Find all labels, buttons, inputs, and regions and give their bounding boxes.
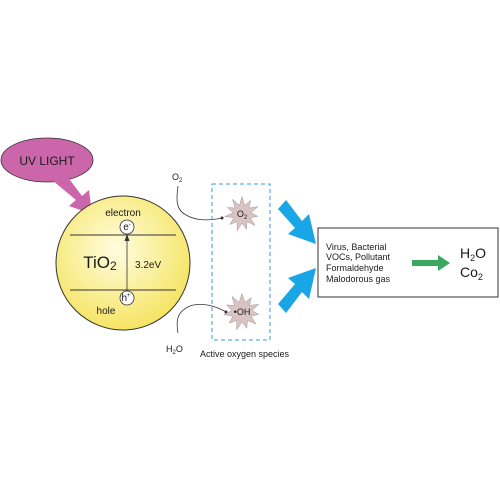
active-species-box [211,183,271,341]
pollutant-line-4: Malodorous gas [326,274,391,284]
hole-label: hole [97,306,116,317]
superoxide-burst [223,195,259,232]
pollutant-line-2: VOCs, Pollutant [326,252,391,262]
hydroxyl-label: •OH [234,307,251,317]
product-carbon-dioxide: Co2 [460,264,483,282]
active-species-caption: Active oxygen species [200,349,290,359]
hole-circle [119,290,135,306]
excitation-arrowhead [124,234,130,241]
pollutant-box [317,227,499,298]
water-input-label: H2O [166,344,183,356]
tio2-label: TiO2 [83,253,117,273]
oxygen-input-label: O2 [172,172,183,184]
electron-label: electron [105,208,141,219]
uv-light-label: UV LIGHT [19,154,75,168]
pollutant-line-3: Formaldehyde [326,263,384,273]
uv-light-arrow [52,172,92,214]
electron-symbol: e- [123,222,131,233]
conversion-arrow [412,255,450,271]
water-reaction-path [176,304,227,334]
band-gap-label: 3.2eV [135,260,161,271]
hole-symbol: h+ [121,293,131,304]
superoxide-label: O2 [237,209,248,221]
product-water: H2O [460,245,486,263]
superoxide-flow-arrow [278,200,316,244]
pollutant-line-1: Virus, Bacterial [326,242,386,252]
hydroxyl-burst [222,292,260,331]
tio2-sphere [55,195,191,331]
water-path-end [224,310,228,314]
oxygen-path-end [220,216,224,220]
uv-light-ellipse [0,137,94,183]
tio2-particle: electron e- TiO2 3.2eV h+ hole [55,195,191,331]
hydroxyl-flow-arrow [278,268,316,313]
uv-light-source: UV LIGHT [0,137,94,183]
oxygen-reaction-path [176,185,223,221]
